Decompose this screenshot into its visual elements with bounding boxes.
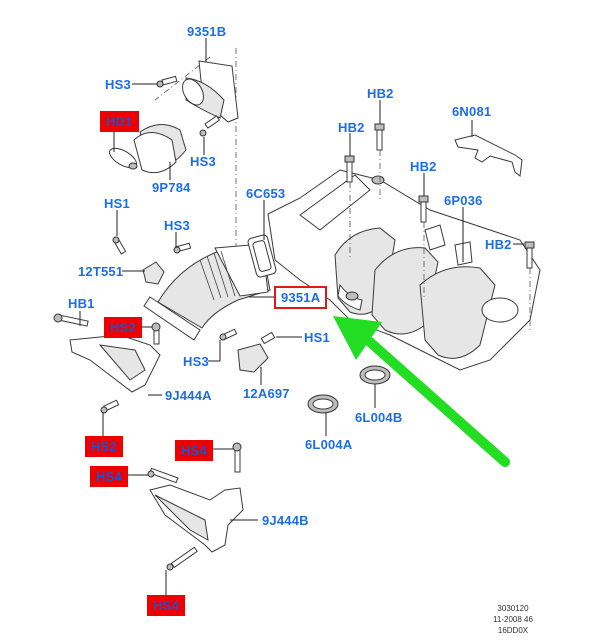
bolt-HB2: [418, 195, 429, 300]
bolt-HS4: [147, 467, 179, 484]
part-9J444B: [149, 484, 244, 553]
bolt-HS4: [166, 546, 198, 571]
label-HB2: HB2: [410, 159, 437, 174]
intake-manifold: [267, 169, 541, 371]
part-9P784: [133, 124, 187, 174]
bolt-HS3: [199, 115, 221, 137]
bolt-HS1: [112, 236, 127, 255]
part-6N081: [454, 134, 523, 177]
label-9P784: 9P784: [152, 180, 191, 195]
bolt-HS3: [173, 242, 192, 254]
drawing-reference-footer: 3030120 11-2008 46 16DD0X: [478, 603, 548, 636]
label-HS3: HS3: [164, 218, 190, 233]
label-6L004A: 6L004A: [305, 437, 353, 452]
part-12T551: [142, 261, 165, 285]
label-HS4: HS4: [175, 440, 213, 461]
label-HD1: HD1: [100, 111, 139, 132]
label-HB2: HB2: [338, 120, 365, 135]
label-6C653: 6C653: [246, 186, 286, 201]
label-HS1: HS1: [104, 196, 130, 211]
bolt-HS3: [219, 328, 238, 341]
bolt-HS2: [151, 322, 161, 345]
label-HS4: HS4: [90, 466, 128, 487]
label-HS2: HS2: [104, 317, 142, 338]
label-6P036: 6P036: [444, 193, 483, 208]
part-HD1: [109, 147, 138, 170]
label-9351B: 9351B: [187, 24, 227, 39]
bolt-HB2: [524, 241, 535, 330]
bolt-HB1: [53, 313, 89, 327]
part-9351B: [182, 60, 239, 123]
bolt-HS3: [156, 75, 178, 88]
label-12A697: 12A697: [243, 386, 290, 401]
part-12A697: [237, 331, 276, 373]
footer-line: 3030120: [497, 604, 529, 613]
green-arrow-annotation: [333, 316, 510, 467]
label-9J444B: 9J444B: [262, 513, 309, 528]
label-HS3: HS3: [183, 354, 209, 369]
label-12T551: 12T551: [78, 264, 124, 279]
label-6N081: 6N081: [452, 104, 492, 119]
bolt-HS2: [100, 399, 120, 414]
footer-line: 16DD0X: [497, 626, 529, 635]
part-6L004B: [359, 365, 391, 385]
label-9J444A: 9J444A: [165, 388, 212, 403]
label-HS2: HS2: [85, 436, 123, 457]
part-9351A: [143, 243, 271, 341]
label-HS1: HS1: [304, 330, 330, 345]
arrow-head: [333, 316, 382, 360]
label-HB2: HB2: [485, 237, 512, 252]
part-9J444A: [69, 334, 161, 393]
label-6L004B: 6L004B: [355, 410, 403, 425]
label-9351A: 9351A: [274, 286, 328, 309]
label-HB1: HB1: [68, 296, 95, 311]
label-HB2: HB2: [367, 86, 394, 101]
part-6C653: [247, 234, 277, 278]
footer-line: 11-2008 46: [493, 615, 533, 624]
label-HS3: HS3: [190, 154, 216, 169]
label-HS4: HS4: [147, 595, 185, 616]
bolt-HS4: [232, 442, 242, 473]
leader-lines: [79, 38, 524, 595]
part-6L004A: [307, 394, 339, 414]
label-HS3: HS3: [105, 77, 131, 92]
